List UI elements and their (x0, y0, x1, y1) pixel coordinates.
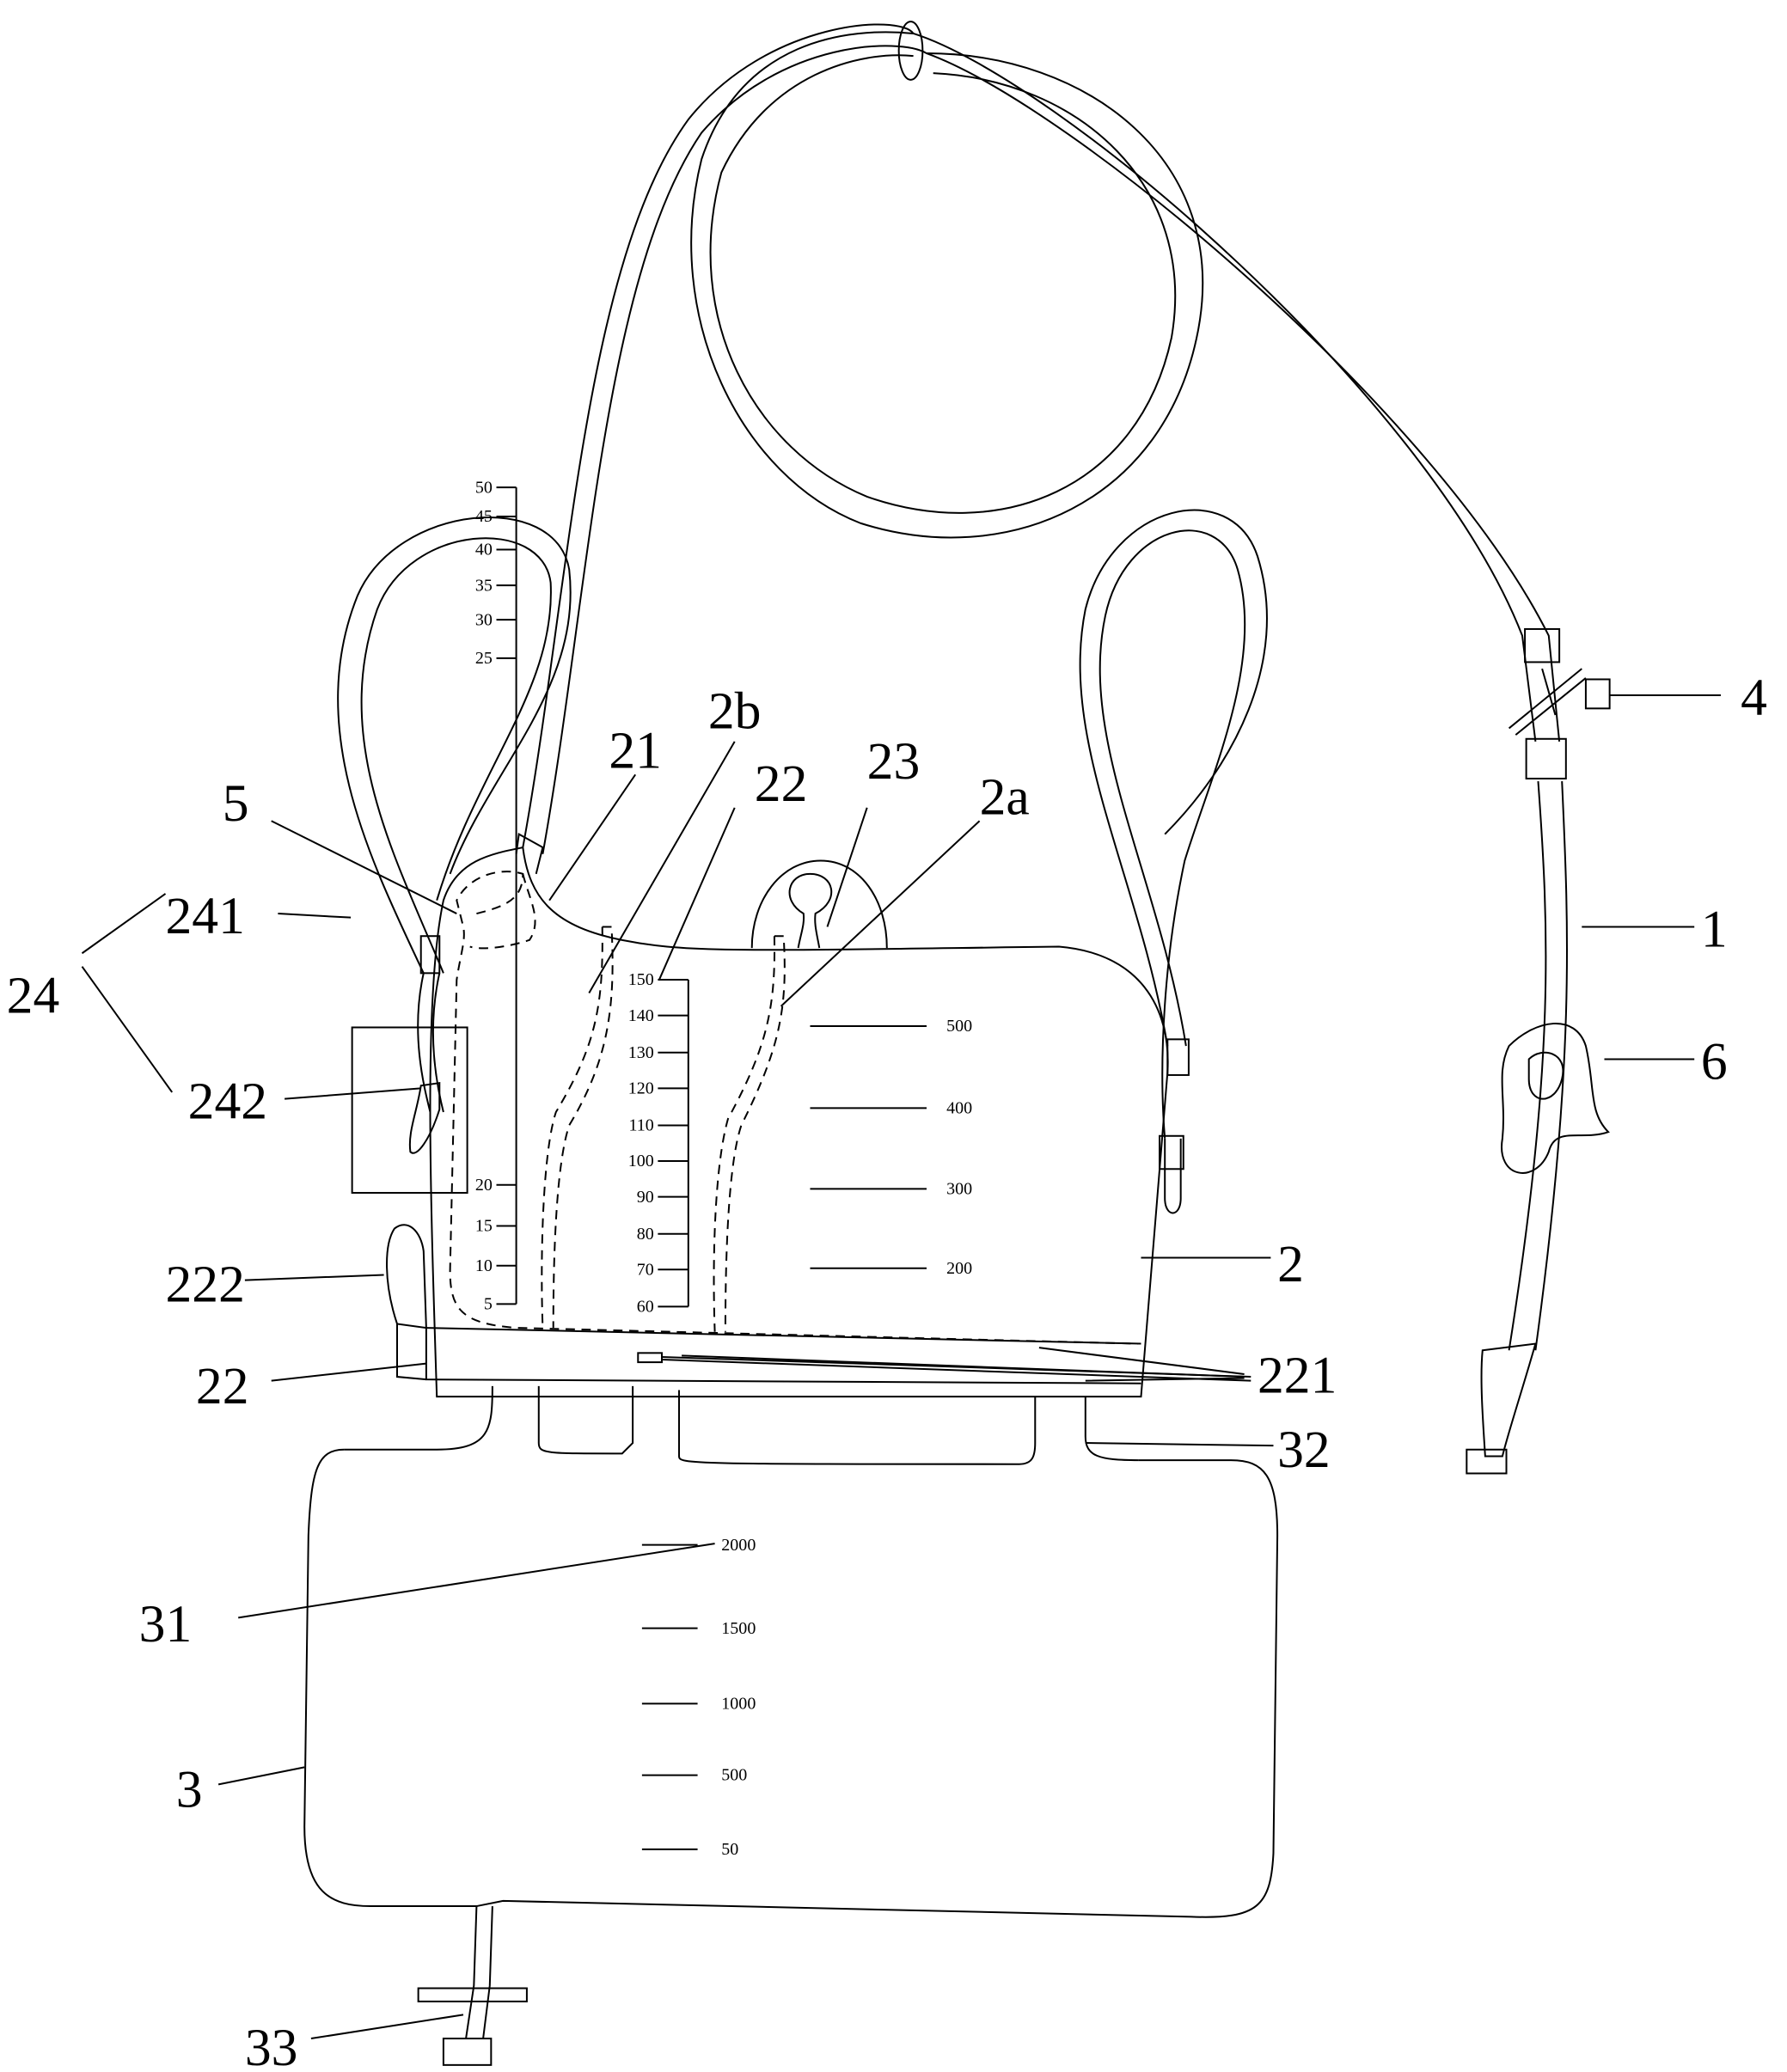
middle_chamber-tick-label: 120 (628, 1079, 654, 1097)
label-33: 33 (245, 2019, 298, 2072)
lower_bag-tick-label: 1000 (721, 1695, 756, 1714)
middle_chamber-tick-label: 140 (628, 1006, 654, 1025)
collection-bag-3 (303, 1448, 1279, 2066)
main_chamber-tick-label: 400 (946, 1099, 972, 1118)
label-3: 3 (176, 1761, 203, 1819)
loop-tube-241 (337, 516, 572, 1194)
label-23: 23 (867, 732, 921, 791)
small_chamber-tick-label: 30 (475, 610, 493, 629)
clamp-6 (1501, 1023, 1610, 1174)
label-22: 22 (755, 755, 808, 813)
small_chamber-tick-label: 45 (475, 507, 493, 526)
small_chamber-tick-label: 15 (475, 1217, 493, 1236)
label-242: 242 (188, 1073, 267, 1131)
main_chamber-tick-label: 500 (946, 1017, 972, 1036)
label-241: 241 (166, 887, 245, 945)
label-222: 222 (166, 1255, 245, 1313)
middle_chamber-tick-label: 70 (637, 1260, 654, 1279)
label-4: 4 (1741, 669, 1767, 727)
label-21: 21 (609, 722, 662, 780)
middle_chamber-tick-label: 150 (628, 970, 654, 989)
small_chamber-tick-label: 25 (475, 649, 493, 668)
main_chamber-tick-label: 300 (946, 1180, 972, 1199)
label-2: 2 (1277, 1235, 1304, 1293)
label-2b: 2b (708, 681, 762, 740)
small_chamber-tick-label: 10 (475, 1256, 493, 1275)
middle_chamber-tick-label: 60 (637, 1298, 654, 1317)
label-22-base: 22 (196, 1357, 249, 1415)
label-2a: 2a (980, 768, 1030, 827)
middle_chamber-tick-label: 100 (628, 1152, 654, 1170)
lower_bag-tick-label: 50 (721, 1840, 738, 1859)
small_chamber-tick-label: 35 (475, 576, 493, 595)
drain-tube-1 (1466, 627, 1611, 1475)
label-1: 1 (1701, 901, 1728, 959)
graduation-scales: 50 45 40 35 30 25 20 15 10 5 150 140 130 120 110 100 90 8… (475, 478, 972, 1859)
small_chamber-tick-label: 20 (475, 1176, 493, 1195)
label-221: 221 (1258, 1347, 1337, 1405)
label-24: 24 (7, 967, 60, 1025)
label-5: 5 (223, 774, 249, 833)
label-31: 31 (139, 1595, 193, 1653)
lower_bag-tick-label: 500 (721, 1766, 747, 1785)
holder-box-242 (351, 1026, 468, 1194)
label-6: 6 (1701, 1033, 1728, 1091)
middle_chamber-tick-label: 110 (628, 1116, 653, 1135)
small_chamber-tick-label: 40 (475, 541, 493, 559)
main-tube (522, 21, 1561, 854)
leader-lines (81, 694, 1721, 2040)
main_chamber-tick-label: 200 (946, 1259, 972, 1278)
middle_chamber-tick-label: 90 (637, 1188, 654, 1207)
lower_bag-tick-label: 1500 (721, 1619, 756, 1638)
small_chamber-tick-label: 5 (484, 1295, 493, 1314)
lower_bag-tick-label: 2000 (721, 1536, 756, 1555)
label-32: 32 (1277, 1421, 1331, 1479)
reference-numerals: 1 2 3 4 5 6 21 22 22 23 24 2a 2b 31 32 3… (7, 669, 1767, 2072)
middle_chamber-tick-label: 130 (628, 1043, 654, 1062)
small_chamber-tick-label: 50 (475, 478, 493, 497)
middle_chamber-tick-label: 80 (637, 1225, 654, 1244)
loop-tube-right (1079, 509, 1268, 1214)
measuring-bag-2 (344, 833, 1252, 1465)
